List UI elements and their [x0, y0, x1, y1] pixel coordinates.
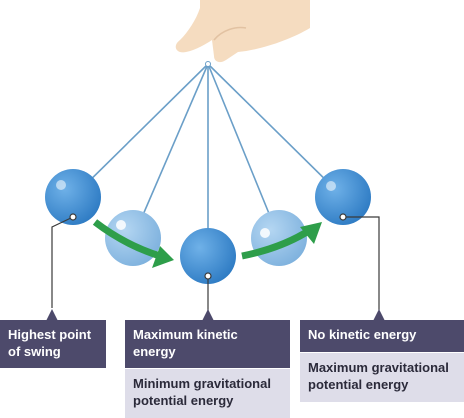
pointer-left [46, 309, 58, 321]
label-highest-point: Highest point of swing [0, 320, 106, 368]
leader-dot-left [69, 213, 77, 221]
leader-line-right [343, 216, 380, 310]
leader-dot-center [204, 272, 212, 280]
pointer-right [373, 309, 385, 321]
ball-center [180, 228, 236, 284]
string-right [207, 63, 344, 198]
label-minimum-gravitational: Minimum gravitational potential energy [125, 369, 290, 418]
pointer-center [202, 309, 214, 321]
swing-arrow-left [92, 219, 174, 268]
pendulum-strings [72, 63, 344, 256]
leader-lines [51, 216, 380, 315]
string-right-mid [207, 63, 280, 239]
leader-dot-right [339, 213, 347, 221]
leader-line-left [51, 216, 74, 308]
string-left-mid [132, 63, 209, 239]
string-left [72, 63, 209, 198]
swing-arrow-right [241, 222, 322, 260]
hand-icon [175, 0, 310, 63]
label-maximum-gravitational: Maximum gravitational potential energy [300, 353, 464, 402]
label-no-kinetic: No kinetic energy [300, 320, 464, 352]
ball-left [45, 169, 101, 225]
pivot-point [205, 61, 211, 67]
label-maximum-kinetic: Maximum kinetic energy [125, 320, 290, 368]
ball-right [315, 169, 371, 225]
